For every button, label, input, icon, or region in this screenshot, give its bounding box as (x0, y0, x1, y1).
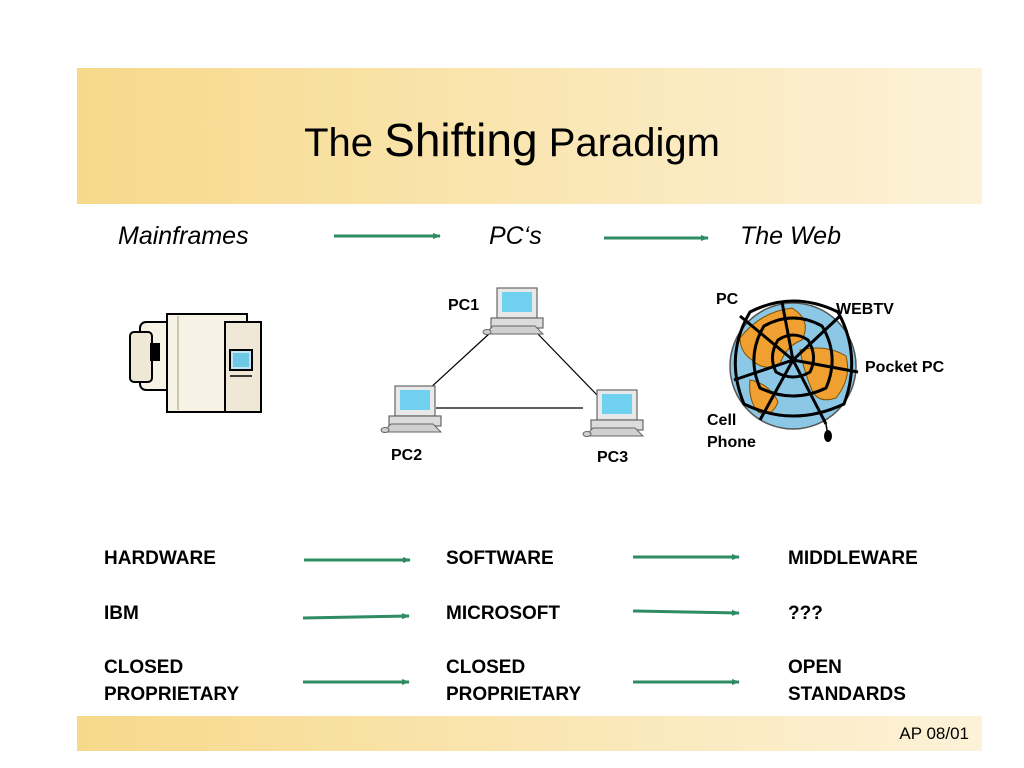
arrow-row2-a (302, 613, 410, 620)
link-pc1-pc2 (427, 332, 491, 391)
row3-col1-line2: PROPRIETARY (104, 684, 240, 705)
web-pc-label: PC (716, 291, 739, 308)
row2-col1: IBM (104, 603, 139, 624)
arrow-row2-b (632, 609, 740, 616)
title-word-the: The (304, 121, 374, 165)
pc3-label: PC3 (597, 449, 629, 466)
row3-col3: OPEN STANDARDS (788, 654, 906, 708)
mainframe-icon (129, 313, 262, 413)
row1-col3: MIDDLEWARE (788, 548, 918, 569)
row3-col1: CLOSED PROPRIETARY (104, 654, 239, 708)
era-pcs: PC‘s (489, 222, 542, 250)
row2-col3: ??? (788, 603, 823, 624)
link-pc1-pc3 (536, 332, 598, 396)
cell-phone-label-line1: Cell (707, 412, 737, 429)
globe-web-icon (729, 299, 859, 442)
slide-title: The Shifting Paradigm (0, 115, 1024, 168)
title-word-shifting: Shifting (384, 114, 538, 166)
era-web: The Web (740, 222, 841, 250)
row3-col1-line1: CLOSED (104, 657, 184, 678)
pc1-computer-icon (482, 287, 545, 335)
cell-phone-label-line2: Phone (707, 434, 756, 451)
footer-band (77, 716, 982, 751)
row2-col2: MICROSOFT (446, 603, 560, 624)
row3-col3-line2: STANDARDS (788, 684, 906, 705)
title-band (77, 68, 982, 204)
pc1-label: PC1 (448, 297, 480, 314)
row3-col2: CLOSED PROPRIETARY (446, 654, 581, 708)
pocket-pc-label: Pocket PC (865, 359, 945, 376)
row3-col2-line1: CLOSED (446, 657, 526, 678)
row1-col2: SOFTWARE (446, 548, 554, 569)
footer-text: AP 08/01 (899, 724, 969, 743)
era-mainframes: Mainframes (118, 222, 249, 250)
webtv-label: WEBTV (836, 301, 894, 318)
pc3-computer-icon (582, 389, 645, 437)
title-word-paradigm: Paradigm (548, 121, 720, 165)
row3-col2-line2: PROPRIETARY (446, 684, 582, 705)
row1-col1: HARDWARE (104, 548, 216, 569)
pc2-computer-icon (380, 385, 443, 433)
cell-phone-label: Cell Phone (707, 410, 756, 454)
row3-col3-line1: OPEN (788, 657, 842, 678)
pc2-label: PC2 (391, 447, 423, 464)
